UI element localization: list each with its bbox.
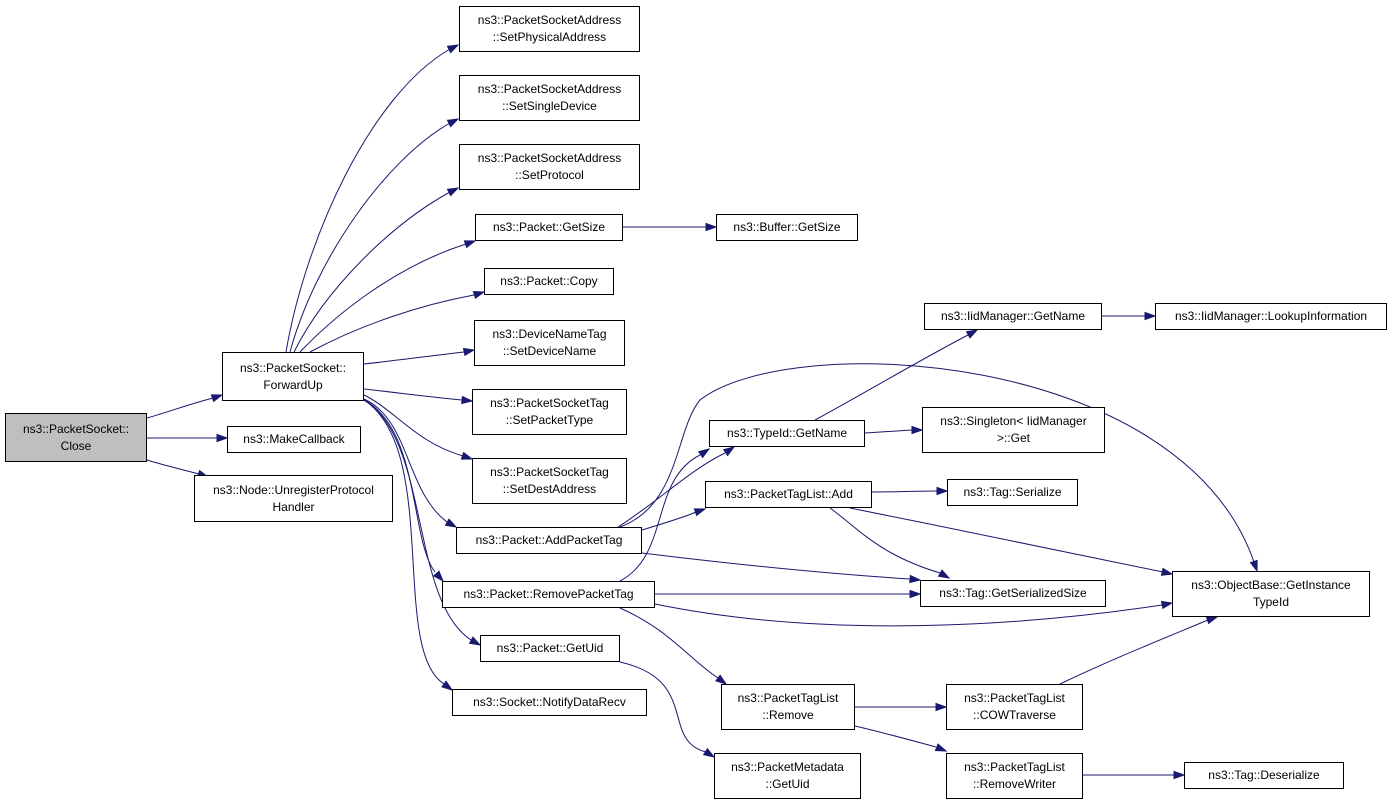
node-singleton-get[interactable]: ns3::Singleton< IidManager >::Get [922,407,1105,453]
arrowhead-ptlremove-writer [934,743,948,752]
arrowhead-forwardup-setdest [460,451,474,460]
arrowhead-ptlremove-cow [935,702,948,712]
edge-removetag-typeidname [619,454,701,582]
edge-cow-instance [1059,619,1209,685]
node-tag-deserialize[interactable]: ns3::Tag::Deserialize [1184,762,1344,789]
arrowhead-forwardup-pgetsize [463,240,477,249]
edge-forwardup-devname [363,351,465,365]
edge-forwardup-addtag [363,398,448,523]
node-set-dest-address[interactable]: ns3::PacketSocketTag ::SetDestAddress [472,458,627,504]
arrowhead-removetag-instance [1160,600,1174,610]
edge-addtag-serialsize [641,552,911,580]
node-packettaglist-removewriter[interactable]: ns3::PacketTagList ::RemoveWriter [946,753,1083,799]
edge-close-forwardup [146,397,214,419]
node-objectbase-getinstancetypeid[interactable]: ns3::ObjectBase::GetInstance TypeId [1172,571,1370,617]
node-set-device-name[interactable]: ns3::DeviceNameTag ::SetDeviceName [474,320,625,366]
node-set-packet-type[interactable]: ns3::PacketSocketTag ::SetPacketType [472,389,627,435]
arrowhead-close-forwardup [210,394,224,403]
arrowhead-addtag-typeidname [722,446,736,457]
arrowhead-removetag-ptlremove [715,674,728,685]
arrowhead-writer-deserialize [1173,770,1186,780]
edge-removetag-instance [654,603,1163,627]
node-packet-addpackettag[interactable]: ns3::Packet::AddPacketTag [456,527,642,554]
edge-typeidname-iidgetname [814,334,969,421]
node-packet-getuid[interactable]: ns3::Packet::GetUid [480,635,620,662]
node-set-single-device[interactable]: ns3::PacketSocketAddress ::SetSingleDevi… [459,75,640,121]
edge-ptladd-serialize [871,490,938,493]
node-socket-notifydatarecv[interactable]: ns3::Socket::NotifyDataRecv [452,689,647,716]
node-packettaglist-cowtraverse[interactable]: ns3::PacketTagList ::COWTraverse [946,684,1083,730]
edge-close-unregister [146,459,200,475]
arrowhead-removetag-typeidname [697,448,711,459]
arrowhead-forwardup-settype [461,395,474,405]
arrowhead-cow-instance [1205,616,1219,625]
node-tag-getserializedsize[interactable]: ns3::Tag::GetSerializedSize [920,580,1106,607]
arrowhead-ptladd-serialize [936,486,949,496]
node-packetsocket-close: ns3::PacketSocket:: Close [5,413,147,462]
node-tag-serialize[interactable]: ns3::Tag::Serialize [947,479,1078,506]
edge-addtag-typeidname [617,452,726,528]
arrowhead-pgetsize-bgetsize [705,222,718,232]
arrowhead-forwardup-notify [441,680,454,691]
edge-forwardup-getuid [363,399,472,641]
arrowhead-getuid-metauid [702,747,716,758]
arrowhead-forwardup-copy [472,290,486,300]
arrowhead-addtag-serialsize [909,574,922,584]
edge-forwardup-settype [363,388,463,401]
arrowhead-typeidname-iidgetname [965,329,979,339]
node-packet-copy[interactable]: ns3::Packet::Copy [484,268,614,295]
node-makecallback[interactable]: ns3::MakeCallback [227,426,361,453]
arrowhead-addtag-instance [1249,559,1258,573]
edge-ptlremove-writer [854,725,937,748]
node-buffer-getsize[interactable]: ns3::Buffer::GetSize [716,214,858,241]
arrowhead-addtag-ptladd [693,508,707,517]
edge-removetag-ptlremove [619,607,719,679]
arrowhead-forwardup-setsingle [446,118,460,128]
arrowhead-close-makecallback [216,433,229,443]
node-packetmetadata-getuid[interactable]: ns3::PacketMetadata ::GetUid [714,753,861,799]
arrowhead-forwardup-addtag [444,518,458,528]
node-typeid-getname[interactable]: ns3::TypeId::GetName [709,420,865,447]
arrowhead-forwardup-setproto [446,187,460,197]
edge-forwardup-setsingle [289,122,451,353]
node-iidmanager-lookupinformation[interactable]: ns3::IidManager::LookupInformation [1155,303,1387,330]
edge-forwardup-copy [309,294,475,353]
edge-ptladd-serialsize [829,507,941,574]
edge-forwardup-setdest [363,394,464,457]
arrowhead-typeidname-singleton [911,425,924,435]
edge-forwardup-notify [363,399,445,685]
arrowhead-iidgetname-lookup [1144,311,1157,321]
node-packet-removepackettag[interactable]: ns3::Packet::RemovePacketTag [442,581,655,608]
edge-getuid-metauid [619,661,707,753]
arrowhead-forwardup-removetag [432,570,445,583]
edge-forwardup-pgetsize [299,243,467,353]
node-unregister-protocol-handler[interactable]: ns3::Node::UnregisterProtocol Handler [194,475,393,522]
node-packettaglist-add[interactable]: ns3::PacketTagList::Add [705,481,872,508]
edge-addtag-ptladd [641,511,697,531]
arrowhead-forwardup-setphys [446,44,460,54]
node-set-physical-address[interactable]: ns3::PacketSocketAddress ::SetPhysicalAd… [459,6,640,52]
edge-forwardup-setphys [285,48,451,353]
edge-typeidname-singleton [864,429,913,434]
node-packet-getsize[interactable]: ns3::Packet::GetSize [475,214,623,241]
edge-addtag-instance [619,363,1255,563]
edge-forwardup-setproto [293,191,451,353]
node-packetsocket-forwardup[interactable]: ns3::PacketSocket:: ForwardUp [222,352,364,401]
node-iidmanager-getname[interactable]: ns3::IidManager::GetName [924,303,1102,330]
node-packettaglist-remove[interactable]: ns3::PacketTagList ::Remove [721,684,855,730]
arrowhead-removetag-serialsize [909,589,922,599]
arrowhead-ptladd-serialsize [937,569,951,579]
arrowhead-forwardup-devname [462,347,476,357]
arrowhead-ptladd-instance [1160,567,1174,576]
arrowhead-forwardup-getuid [468,636,482,646]
node-set-protocol[interactable]: ns3::PacketSocketAddress ::SetProtocol [459,144,640,190]
edge-ptladd-instance [849,507,1164,573]
